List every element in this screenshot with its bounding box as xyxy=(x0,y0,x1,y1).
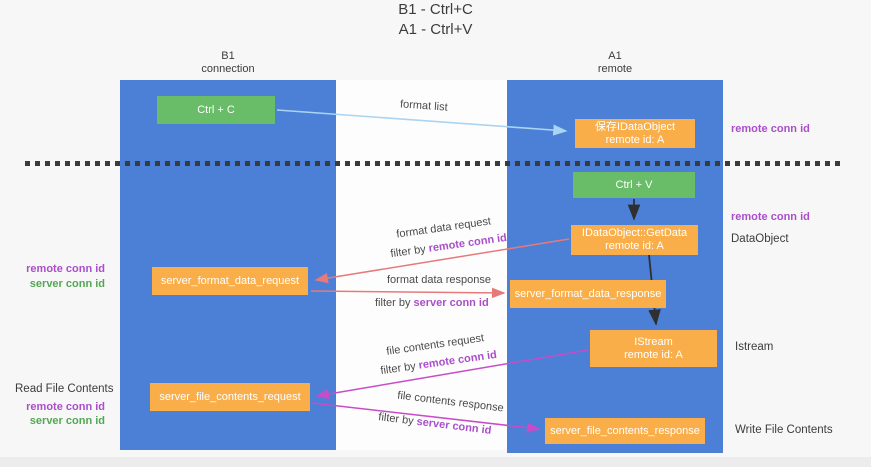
side-label-dataobject: DataObject xyxy=(731,233,789,245)
node-idataobject-getdata: IDataObject::GetData remote id: A xyxy=(571,225,698,255)
node-ctrl-v-label: Ctrl + V xyxy=(615,178,653,191)
node-getdata-line2: remote id: A xyxy=(605,240,664,252)
dashed-separator-line xyxy=(25,161,845,166)
lane-a1-subtitle: remote xyxy=(597,63,633,75)
lane-a1-name: A1 xyxy=(608,50,622,62)
node-save-idataobject: 保存IDataObject remote id: A xyxy=(575,119,695,148)
lane-header-b1: B1 connection xyxy=(120,50,336,76)
lane-b1-name: B1 xyxy=(221,50,235,62)
node-save-idataobject-line1: 保存IDataObject xyxy=(594,120,676,133)
node-getdata-line1: IDataObject::GetData xyxy=(581,227,688,239)
node-istream-line2: remote id: A xyxy=(624,348,683,361)
side-label-left-remote-conn-id: remote conn id xyxy=(26,263,105,275)
side-label-istream: Istream xyxy=(735,341,774,353)
side-label-read-file-contents: Read File Contents xyxy=(15,383,114,395)
server-conn-id-text: server conn id xyxy=(413,297,489,309)
side-label-left2-remote-conn-id: remote conn id xyxy=(26,401,105,413)
title-line-2: A1 - Ctrl+V xyxy=(398,21,473,38)
side-label-remote-conn-id-mid: remote conn id xyxy=(731,211,810,223)
bottom-edge-strip xyxy=(0,457,871,467)
node-sfdreq-label: server_format_data_request xyxy=(160,274,300,287)
node-sfcresp-label: server_file_contents_response xyxy=(550,424,700,437)
side-label-left-server-conn-id: server conn id xyxy=(29,278,105,290)
title-line-1: B1 - Ctrl+C xyxy=(398,1,473,18)
node-server-format-data-request: server_format_data_request xyxy=(152,267,308,295)
lane-header-a1: A1 remote xyxy=(507,50,723,76)
side-label-left2-server-conn-id: server conn id xyxy=(29,415,105,427)
node-ctrl-c: Ctrl + C xyxy=(157,96,275,124)
node-istream: IStream remote id: A xyxy=(590,330,717,367)
node-server-file-contents-response: server_file_contents_response xyxy=(545,418,705,444)
side-label-remote-conn-id-top: remote conn id xyxy=(731,123,810,135)
node-sfcreq-label: server_file_contents_request xyxy=(159,390,301,403)
node-istream-line1: IStream xyxy=(634,335,673,348)
lane-b1-subtitle: connection xyxy=(201,63,255,75)
node-ctrl-c-label: Ctrl + C xyxy=(197,103,235,116)
node-server-format-data-response: server_format_data_response xyxy=(510,280,666,308)
node-server-file-contents-request: server_file_contents_request xyxy=(150,383,310,411)
label-format-data-response: format data response xyxy=(387,274,491,286)
label-filter-server-1: filter by server conn id xyxy=(375,297,489,309)
node-save-idataobject-line2: remote id: A xyxy=(605,133,665,146)
node-ctrl-v: Ctrl + V xyxy=(573,172,695,198)
diagram-title: B1 - Ctrl+C A1 - Ctrl+V xyxy=(0,0,871,40)
side-label-write-file-contents: Write File Contents xyxy=(735,424,833,436)
filter-by-text: filter by xyxy=(375,297,414,309)
node-sfdresp-label: server_format_data_response xyxy=(514,287,662,300)
